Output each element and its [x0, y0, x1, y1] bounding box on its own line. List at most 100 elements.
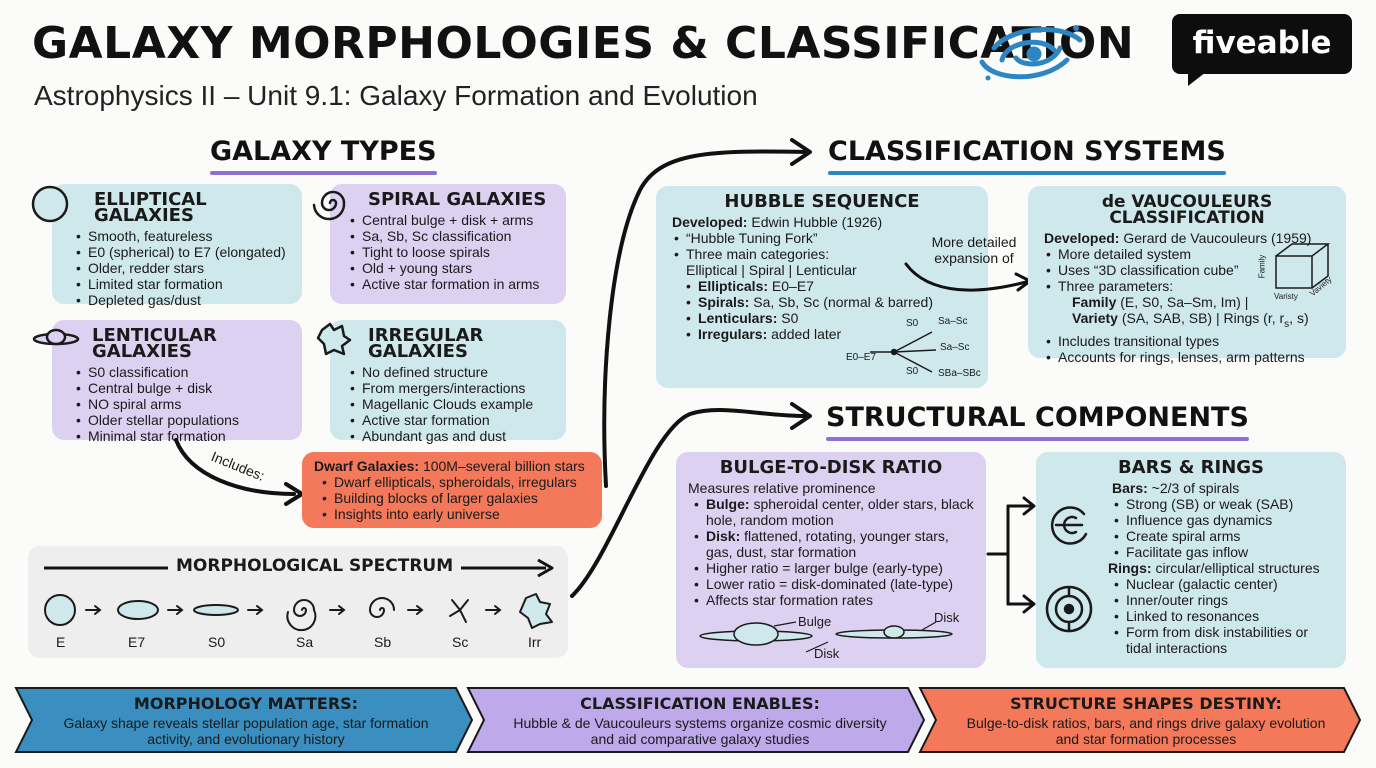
list-item: Central bulge + disk	[74, 380, 288, 396]
galaxy-swirl-icon	[979, 25, 1083, 81]
banner-morphology: MORPHOLOGY MATTERS: Galaxy shape reveals…	[56, 688, 436, 752]
list-item: Influence gas dynamics	[1112, 512, 1334, 528]
list-item: No defined structure	[348, 364, 552, 380]
list-item: Affects star formation rates	[692, 592, 974, 608]
rings-value: circular/elliptical structures	[1151, 560, 1320, 576]
list-item: Linked to resonances	[1112, 608, 1334, 624]
sub-label: Spirals:	[698, 294, 750, 310]
list-item: Insights into early universe	[320, 506, 590, 522]
dwarf-heading-rest: 100M–several billion stars	[419, 458, 585, 474]
list-item: Three main categories:	[672, 246, 972, 262]
section-title-structural: STRUCTURAL COMPONENTS	[826, 402, 1249, 441]
spectrum-label: Irr	[528, 634, 542, 650]
bars-label: Bars:	[1112, 480, 1148, 496]
dwarf-card: Dwarf Galaxies: 100M–several billion sta…	[302, 452, 602, 528]
list-item: Three parameters:	[1044, 278, 1330, 294]
param-sub: s	[1284, 318, 1290, 330]
list-item: Limited star formation	[74, 276, 288, 292]
list-item: Tight to loose spirals	[348, 244, 552, 260]
elliptical-card: ELLIPTICAL GALAXIES Smooth, featureless …	[52, 184, 302, 308]
banner-structure: STRUCTURE SHAPES DESTINY: Bulge-to-disk …	[956, 688, 1336, 752]
list-item: E0 (spherical) to E7 (elongated)	[74, 244, 288, 260]
section-title-classification: CLASSIFICATION SYSTEMS	[828, 136, 1226, 175]
list-item: Disk: flattened, rotating, younger stars…	[692, 528, 974, 560]
param-value: (SA, SAB, SB) | Rings (r, r	[1117, 310, 1285, 326]
list-item: Old + young stars	[348, 260, 552, 276]
hubble-card: HUBBLE SEQUENCE Developed: Edwin Hubble …	[656, 186, 988, 388]
cube-label-varisty: Varisty	[1274, 292, 1298, 301]
logo-text: fiveable	[1192, 25, 1332, 61]
list-item: Sa, Sb, Sc classification	[348, 228, 552, 244]
expansion-label: More detailed expansion of	[931, 234, 1017, 266]
bulge-label: Bulge	[798, 614, 832, 629]
bars-text: Bars: ~2/3 of spirals Strong (SB) or wea…	[1108, 480, 1334, 656]
tuning-fork-diagram	[870, 331, 937, 373]
item-label: Disk:	[706, 528, 741, 544]
spectrum-label: E	[56, 634, 66, 650]
spectrum-label: Sa	[296, 634, 314, 650]
rings-label: Rings:	[1108, 560, 1152, 576]
bracket-arrows	[986, 496, 1036, 614]
param-variety: Variety (SA, SAB, SB) | Rings (r, rs, s)	[1044, 310, 1330, 333]
developed-value: Edwin Hubble (1926)	[747, 214, 883, 230]
item-value: flattened, rotating, younger stars, gas,…	[706, 528, 949, 560]
spiral-title: SPIRAL GALAXIES	[368, 189, 547, 210]
hubble-title: HUBBLE SEQUENCE	[724, 191, 920, 212]
spectrum-title: MORPHOLOGICAL SPECTRUM	[168, 556, 462, 576]
title-underline	[826, 437, 1249, 441]
fiveable-logo[interactable]: fiveable	[1172, 14, 1352, 86]
banner-shapes	[14, 687, 1362, 753]
devauc-title: de VAUCOULEURS CLASSIFICATION	[1101, 192, 1273, 228]
list-item: Smooth, featureless	[74, 228, 288, 244]
disk-label-2: Disk	[934, 610, 960, 625]
list-item: Abundant gas and dust	[348, 428, 552, 444]
developed-label: Developed:	[672, 214, 748, 230]
spiral-card: SPIRAL GALAXIES Central bulge + disk + a…	[330, 184, 566, 304]
list-item: Create spiral arms	[1112, 528, 1334, 544]
list-item: Strong (SB) or weak (SAB)	[1112, 496, 1334, 512]
connector-arrows	[570, 138, 812, 598]
list-item: “Hubble Tuning Fork”	[672, 230, 972, 246]
sb-galaxy-icon	[368, 597, 395, 618]
list-item: S0 classification	[74, 364, 288, 380]
spectrum-label: Sb	[374, 634, 392, 650]
list-item: Older, redder stars	[74, 260, 288, 276]
banner-title: STRUCTURE SHAPES DESTINY:	[1010, 694, 1282, 713]
list-item: Magellanic Clouds example	[348, 396, 552, 412]
spectrum-label: S0	[208, 634, 226, 650]
circle-icon	[31, 185, 69, 223]
list-item: Dwarf ellipticals, spheroidals, irregula…	[320, 474, 590, 490]
banner-text: Bulge-to-disk ratios, bars, and rings dr…	[966, 715, 1326, 747]
bulge-intro: Measures relative prominence	[688, 480, 876, 496]
bars-value: ~2/3 of spirals	[1147, 480, 1240, 496]
irregular-blob-icon	[316, 322, 352, 356]
list-item: More detailed system	[1044, 246, 1330, 262]
bars-rings-card: BARS & RINGS Bars: ~2/3 of spirals Stron…	[1036, 452, 1346, 668]
sub-label: Lenticulars:	[698, 310, 778, 326]
sub-label: Ellipticals:	[698, 278, 769, 294]
developed-label: Developed:	[1044, 230, 1120, 246]
list-item: Facilitate gas inflow	[1112, 544, 1334, 560]
fork-label-e: E0–E7	[846, 352, 877, 363]
developed-value: Gerard de Vaucouleurs (1959)	[1119, 230, 1312, 246]
fork-label-sba: SBa–SBc	[938, 368, 981, 379]
list-item: Spirals: Sa, Sb, Sc (normal & barred)	[684, 294, 972, 310]
item-value: spheroidal center, older stars, black ho…	[706, 496, 974, 528]
spiral-icon	[312, 190, 346, 221]
list-item: Bulge: spheroidal center, older stars, b…	[692, 496, 974, 528]
param-value: (E, S0, Sa–Sm, Im) |	[1116, 294, 1249, 310]
param-label: Variety	[1072, 310, 1118, 326]
sc-galaxy-icon	[449, 599, 469, 623]
categories-line: Elliptical | Spiral | Lenticular	[686, 262, 857, 278]
fork-label-s0-top: S0	[906, 318, 919, 329]
fork-label-sa-sc-1: Sa–Sc	[938, 316, 968, 327]
page-subtitle: Astrophysics II – Unit 9.1: Galaxy Forma…	[34, 80, 758, 111]
ringed-galaxy-icon	[1045, 585, 1093, 633]
lens-icon	[32, 328, 80, 346]
lenticular-title: LENTICULAR GALAXIES	[92, 325, 217, 362]
s0-galaxy-icon	[193, 604, 239, 616]
banner-text: Hubble & de Vaucouleurs systems organize…	[513, 715, 887, 747]
list-item: Minimal star formation	[74, 428, 288, 444]
bulge-disk-title: BULGE-TO-DISK RATIO	[719, 457, 943, 478]
banner-title: MORPHOLOGY MATTERS:	[133, 694, 359, 713]
